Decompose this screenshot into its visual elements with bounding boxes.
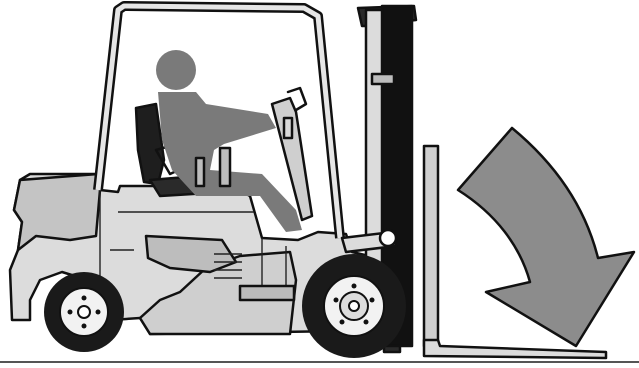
entry-step (240, 286, 294, 300)
mast-bracket (372, 74, 394, 84)
tilt-direction-arrow-icon (458, 128, 634, 346)
rear-wheel (44, 272, 124, 352)
front-wheel (302, 254, 406, 358)
